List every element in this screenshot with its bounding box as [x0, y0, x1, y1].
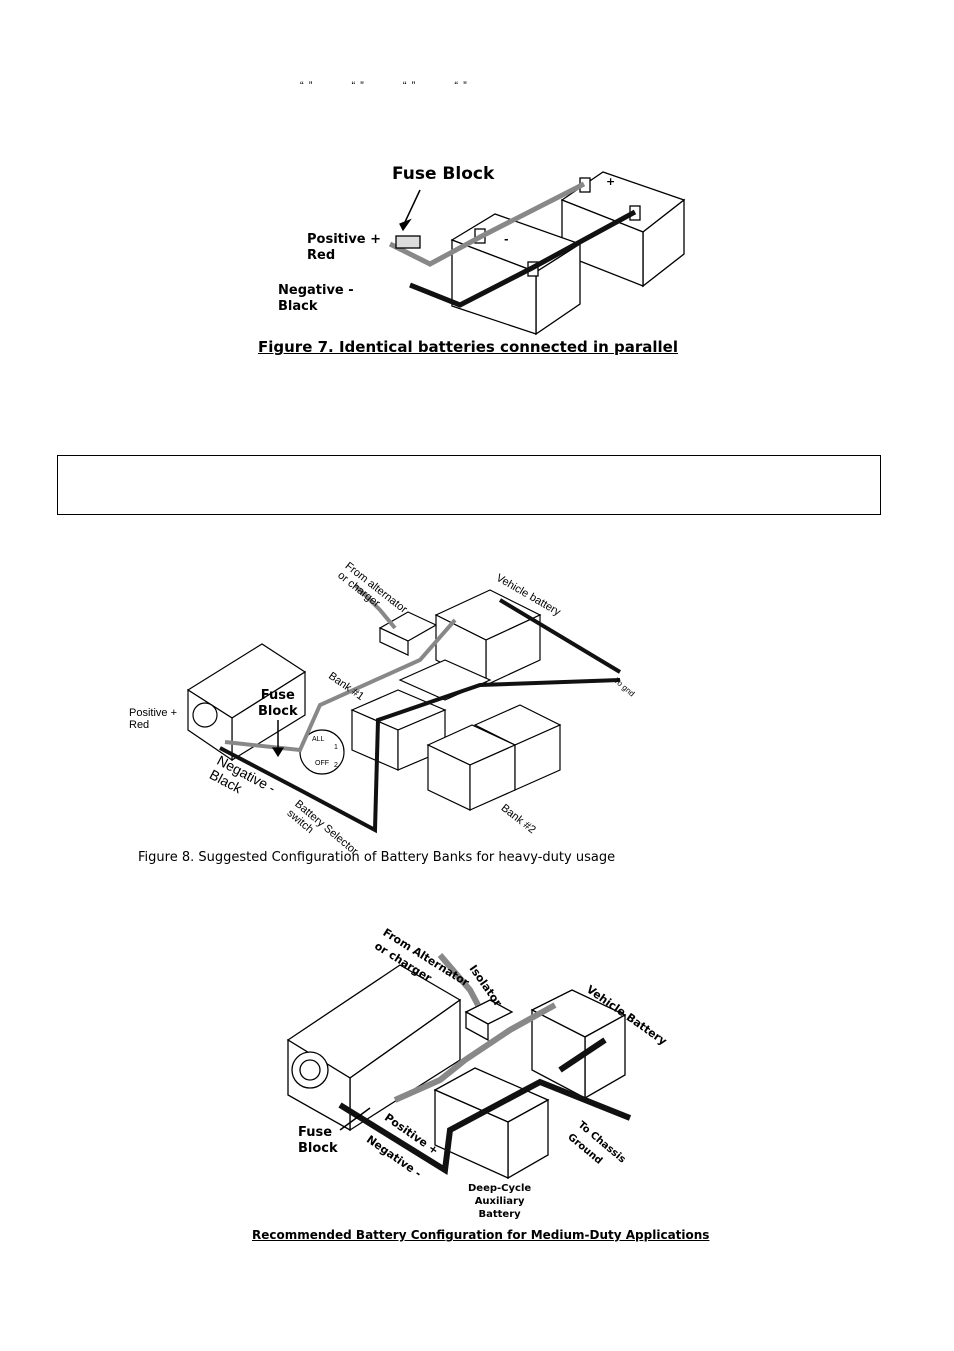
negative-cable — [409, 209, 637, 308]
fig7-negative-label: Negative - Black — [278, 283, 354, 315]
deep-cycle-text: Deep-Cycle — [468, 1183, 532, 1194]
positive-cable — [224, 618, 457, 753]
ground-cable — [558, 1037, 607, 1073]
terminal-plus-label: + — [606, 175, 616, 188]
ground-cable — [498, 598, 622, 674]
fig8-positive-label: Positive + Red — [129, 707, 177, 731]
negative-text: Negative - — [278, 283, 354, 298]
figure7-caption: Figure 7. Identical batteries connected … — [258, 338, 678, 356]
figure9-diagram — [286, 953, 632, 1180]
arrow-head — [271, 747, 285, 758]
bank2-battery-side3 — [514, 724, 561, 791]
fuse-pointer-arrow — [404, 189, 421, 223]
fuse-text: Fuse — [260, 688, 295, 703]
fuse-pointer-line — [339, 1107, 371, 1131]
auxiliary-text: Auxiliary — [474, 1196, 525, 1207]
figure7-diagram — [388, 171, 686, 336]
block-text: Block — [258, 704, 298, 719]
fuse-block-shape — [395, 235, 421, 249]
positive-text: Positive + — [129, 707, 177, 719]
fig7-positive-label: Positive + Red — [307, 232, 381, 264]
red-text: Red — [129, 719, 150, 731]
figure8-diagram — [186, 583, 622, 834]
positive-text: Positive + — [307, 232, 382, 247]
fuse-text: Fuse — [298, 1125, 333, 1140]
quote-mark: “ ” — [454, 80, 468, 92]
red-text: Red — [307, 248, 336, 263]
positive-cable — [388, 181, 586, 267]
switch-label-1: 1 — [334, 744, 338, 751]
isolator-box-side — [379, 627, 409, 656]
inverter-fan-inner — [299, 1059, 321, 1081]
alternator-cable — [353, 583, 397, 630]
figure9-caption: Recommended Battery Configuration for Me… — [252, 1228, 710, 1242]
black-text: Black — [278, 299, 318, 314]
isolator-box-side — [465, 1010, 489, 1042]
battery-text: Battery — [478, 1209, 521, 1220]
switch-label-all: ALL — [312, 736, 325, 743]
block-text: Block — [298, 1141, 338, 1156]
quote-mark: “ ” — [402, 80, 417, 92]
switch-label-2: 2 — [334, 762, 338, 769]
inverter-fan — [192, 702, 218, 728]
fig8-fuse-block-label: Fuse Block — [258, 688, 298, 720]
fig9-fuse-block-label: Fuse Block — [298, 1125, 338, 1157]
switch-label-off: OFF — [315, 760, 329, 767]
terminal-minus-label: - — [504, 233, 509, 246]
note-box — [57, 455, 881, 515]
quote-marks-row: “ ” “ ” “ ” “ ” — [300, 80, 502, 92]
quote-mark: “ ” — [351, 80, 365, 92]
fig7-fuse-block-label: Fuse Block — [392, 164, 495, 184]
negative-cable — [338, 1078, 632, 1176]
fig9-aux-battery-label: Deep-Cycle Auxiliary Battery — [468, 1182, 531, 1221]
arrow-head — [399, 218, 412, 232]
negative-cable — [219, 678, 621, 834]
positive-cable — [393, 1002, 557, 1103]
quote-mark: “ ” — [300, 80, 314, 92]
alternator-cable — [437, 953, 481, 1007]
figure8-caption: Figure 8. Suggested Configuration of Bat… — [138, 850, 616, 865]
